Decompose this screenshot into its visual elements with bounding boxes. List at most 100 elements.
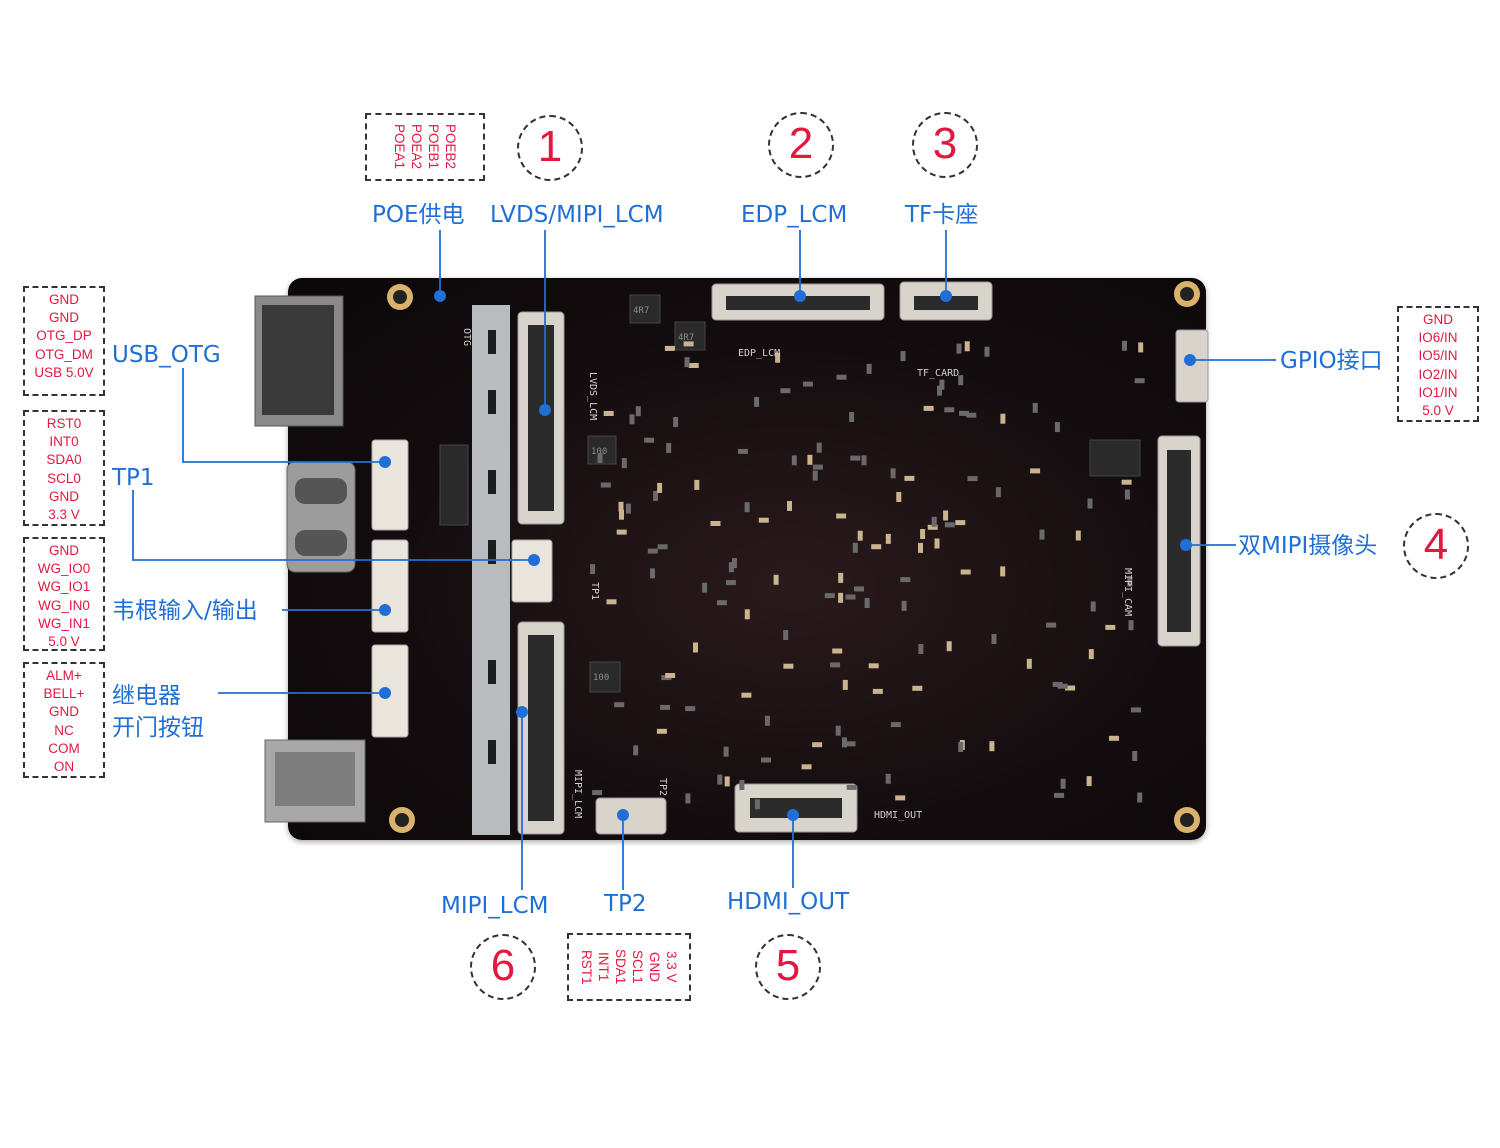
chip <box>629 294 661 324</box>
smd-part <box>592 790 603 796</box>
pin: SDA1 <box>613 949 628 985</box>
label-usb-otg: USB_OTG <box>112 342 221 368</box>
silk-hdmi: HDMI_OUT <box>874 810 922 821</box>
smd-part <box>1127 576 1133 587</box>
pin: GND <box>647 952 662 982</box>
smd-part <box>1057 683 1068 689</box>
smd-part <box>633 745 639 756</box>
smd-part <box>812 470 818 481</box>
smd-part <box>683 341 694 347</box>
smd-part <box>842 679 848 690</box>
smd-part <box>896 492 902 502</box>
smd-part <box>956 343 962 354</box>
pinbox-usb-otg: GND GND OTG_DP OTG_DM USB 5.0V <box>23 286 105 396</box>
pin: GND <box>49 292 79 307</box>
smd-part <box>995 487 1001 498</box>
smd-part <box>606 599 617 605</box>
callout-4: 4 <box>1403 513 1469 579</box>
pin: ON <box>53 759 75 775</box>
smd-part <box>812 742 823 748</box>
smd-part <box>1000 566 1006 577</box>
smd-part <box>694 479 700 490</box>
smd-part <box>871 544 882 550</box>
pin: SCL0 <box>47 470 81 486</box>
pcb-board <box>288 278 1206 840</box>
smd-part <box>885 533 891 544</box>
label-wiegand: 韦根输入/输出 <box>112 598 258 624</box>
smd-part <box>939 379 945 390</box>
smd-part <box>754 396 760 407</box>
pin: RST0 <box>46 416 82 431</box>
smd-part <box>845 741 856 747</box>
smd-part <box>850 455 861 461</box>
smd-part <box>647 548 658 554</box>
smd-part <box>616 529 627 535</box>
smd-part <box>1039 529 1045 540</box>
pin: POEA2 <box>409 124 424 170</box>
smd-part <box>1054 422 1060 433</box>
smd-part <box>710 521 721 526</box>
pin: POEB1 <box>426 124 441 170</box>
smd-part <box>629 414 635 425</box>
smd-part <box>816 442 822 453</box>
smd-part <box>1130 707 1141 713</box>
smd-part <box>780 388 791 394</box>
pin: POEB2 <box>443 124 458 170</box>
silk-tp2: TP2 <box>657 778 668 796</box>
pin: GND <box>49 543 79 558</box>
smd-part <box>635 406 641 417</box>
leader-usb-otg <box>182 368 385 463</box>
smd-part <box>1122 340 1127 351</box>
smd-part <box>1090 601 1096 612</box>
smd-part <box>852 542 858 553</box>
label-tf: TF卡座 <box>905 202 979 228</box>
callout-3: 3 <box>912 112 978 178</box>
smd-part <box>832 648 843 654</box>
pin: GND <box>49 704 79 720</box>
smd-part <box>653 490 659 501</box>
smd-part <box>656 728 667 734</box>
smd-part <box>812 464 823 470</box>
passive-components <box>590 340 1145 810</box>
label-lvds-mipi-lcm: LVDS/MIPI_LCM <box>490 202 664 228</box>
callout-2: 2 <box>768 112 834 178</box>
smd-part <box>725 580 736 586</box>
smd-part <box>857 530 863 541</box>
label-gpio: GPIO接口 <box>1280 348 1383 374</box>
smd-part <box>872 688 883 694</box>
smd-part <box>807 454 813 465</box>
callout-1: 1 <box>517 115 583 181</box>
smd-part <box>944 407 955 413</box>
smd-part <box>737 448 748 454</box>
smd-part <box>1030 468 1041 474</box>
smd-part <box>958 742 964 752</box>
pinbox-tp2: 3.3 V GND SCL1 SDA1 INT1 RST1 <box>567 933 691 1001</box>
label-mipi-lcm: MIPI_LCM <box>441 893 549 919</box>
smd-part <box>744 609 750 620</box>
smd-part <box>787 501 792 511</box>
smd-part <box>854 586 864 592</box>
smd-part <box>912 685 923 691</box>
pin: INT1 <box>596 952 611 982</box>
smd-part <box>1087 498 1093 509</box>
smd-part <box>890 722 901 728</box>
smd-part <box>724 776 730 787</box>
smd-part <box>984 346 990 357</box>
smd-part <box>966 412 977 418</box>
pinbox-gpio: GND IO6/IN IO5/IN IO2/IN IO1/IN 5.0 V <box>1397 306 1479 422</box>
smd-part <box>650 568 655 579</box>
pin: SDA0 <box>46 452 82 468</box>
smd-part <box>761 757 771 763</box>
pin: WG_IO1 <box>37 579 91 595</box>
pin: 5.0 V <box>48 634 80 650</box>
pin: POEA1 <box>392 124 407 170</box>
smd-part <box>1086 776 1092 787</box>
silk-tf: TF_CARD <box>917 368 959 379</box>
pin: COM <box>48 740 80 756</box>
smd-part <box>716 600 727 606</box>
pin: WG_IN0 <box>38 597 90 613</box>
smd-part <box>931 516 937 527</box>
smd-part <box>1138 342 1144 353</box>
smd-part <box>1065 685 1076 691</box>
pin: GND <box>1423 312 1453 327</box>
